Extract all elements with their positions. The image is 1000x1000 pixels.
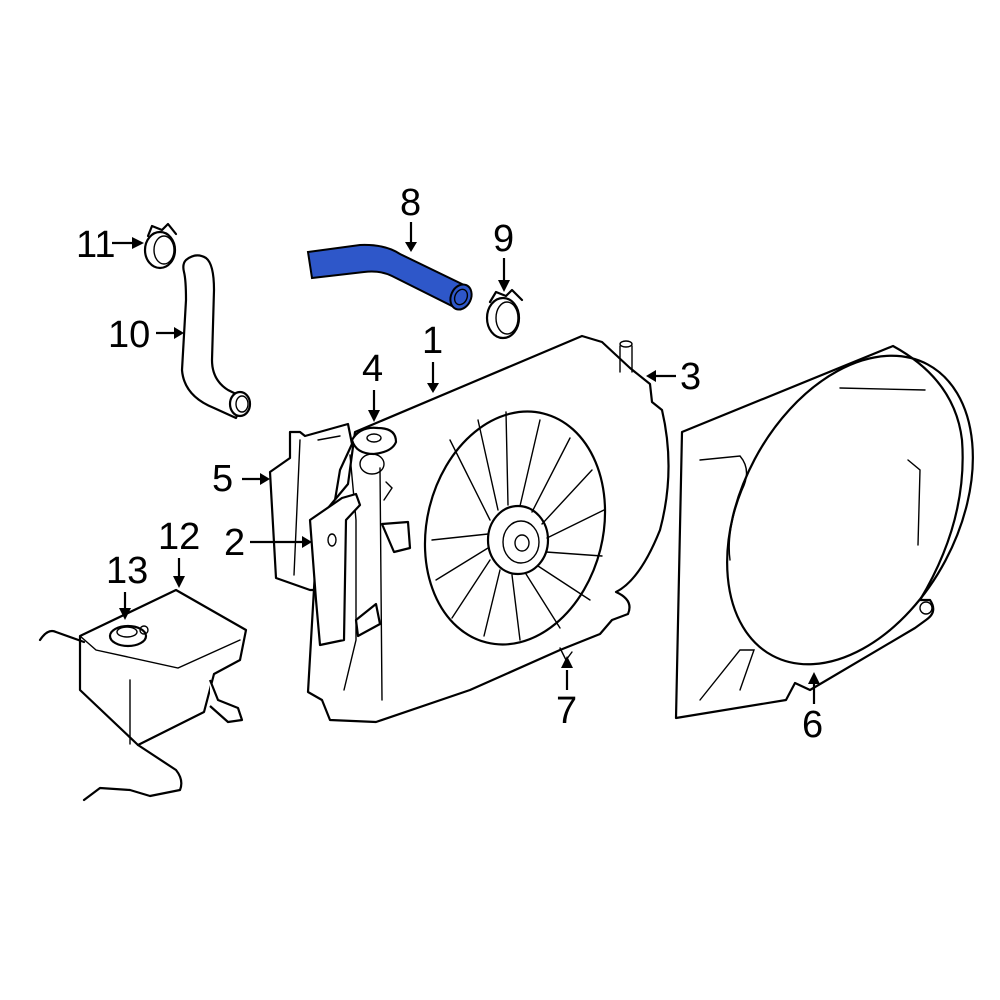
part-2-side-bracket[interactable]: [308, 492, 362, 647]
part-6-fan-shroud[interactable]: [674, 314, 1000, 720]
fan-blades: [431, 411, 605, 641]
callout-6[interactable]: 6: [802, 704, 824, 746]
callout-3[interactable]: 3: [680, 356, 702, 398]
callout-8[interactable]: 8: [400, 182, 422, 224]
callout-9[interactable]: 9: [493, 218, 515, 260]
part-13-reservoir-cap[interactable]: [108, 624, 149, 648]
part-10-lower-hose[interactable]: [180, 254, 252, 420]
callout-1[interactable]: 1: [422, 320, 444, 362]
part-4-radiator-cap[interactable]: [350, 426, 398, 475]
part-8-upper-hose[interactable]: [306, 243, 476, 313]
callout-2[interactable]: 2: [224, 522, 246, 564]
part-11-hose-clamp[interactable]: [143, 222, 178, 270]
part-12-coolant-reservoir[interactable]: [38, 588, 248, 802]
part-9-hose-clamp[interactable]: [485, 288, 524, 340]
callout-5[interactable]: 5: [212, 458, 234, 500]
callout-10[interactable]: 10: [108, 314, 151, 356]
leader-arrows: [112, 222, 820, 704]
part-1-radiator-assembly[interactable]: [306, 334, 670, 724]
callout-11[interactable]: 11: [76, 224, 116, 266]
callout-12[interactable]: 12: [158, 516, 201, 558]
callout-13[interactable]: 13: [106, 550, 149, 592]
callout-4[interactable]: 4: [362, 348, 384, 390]
callout-7[interactable]: 7: [556, 690, 578, 732]
